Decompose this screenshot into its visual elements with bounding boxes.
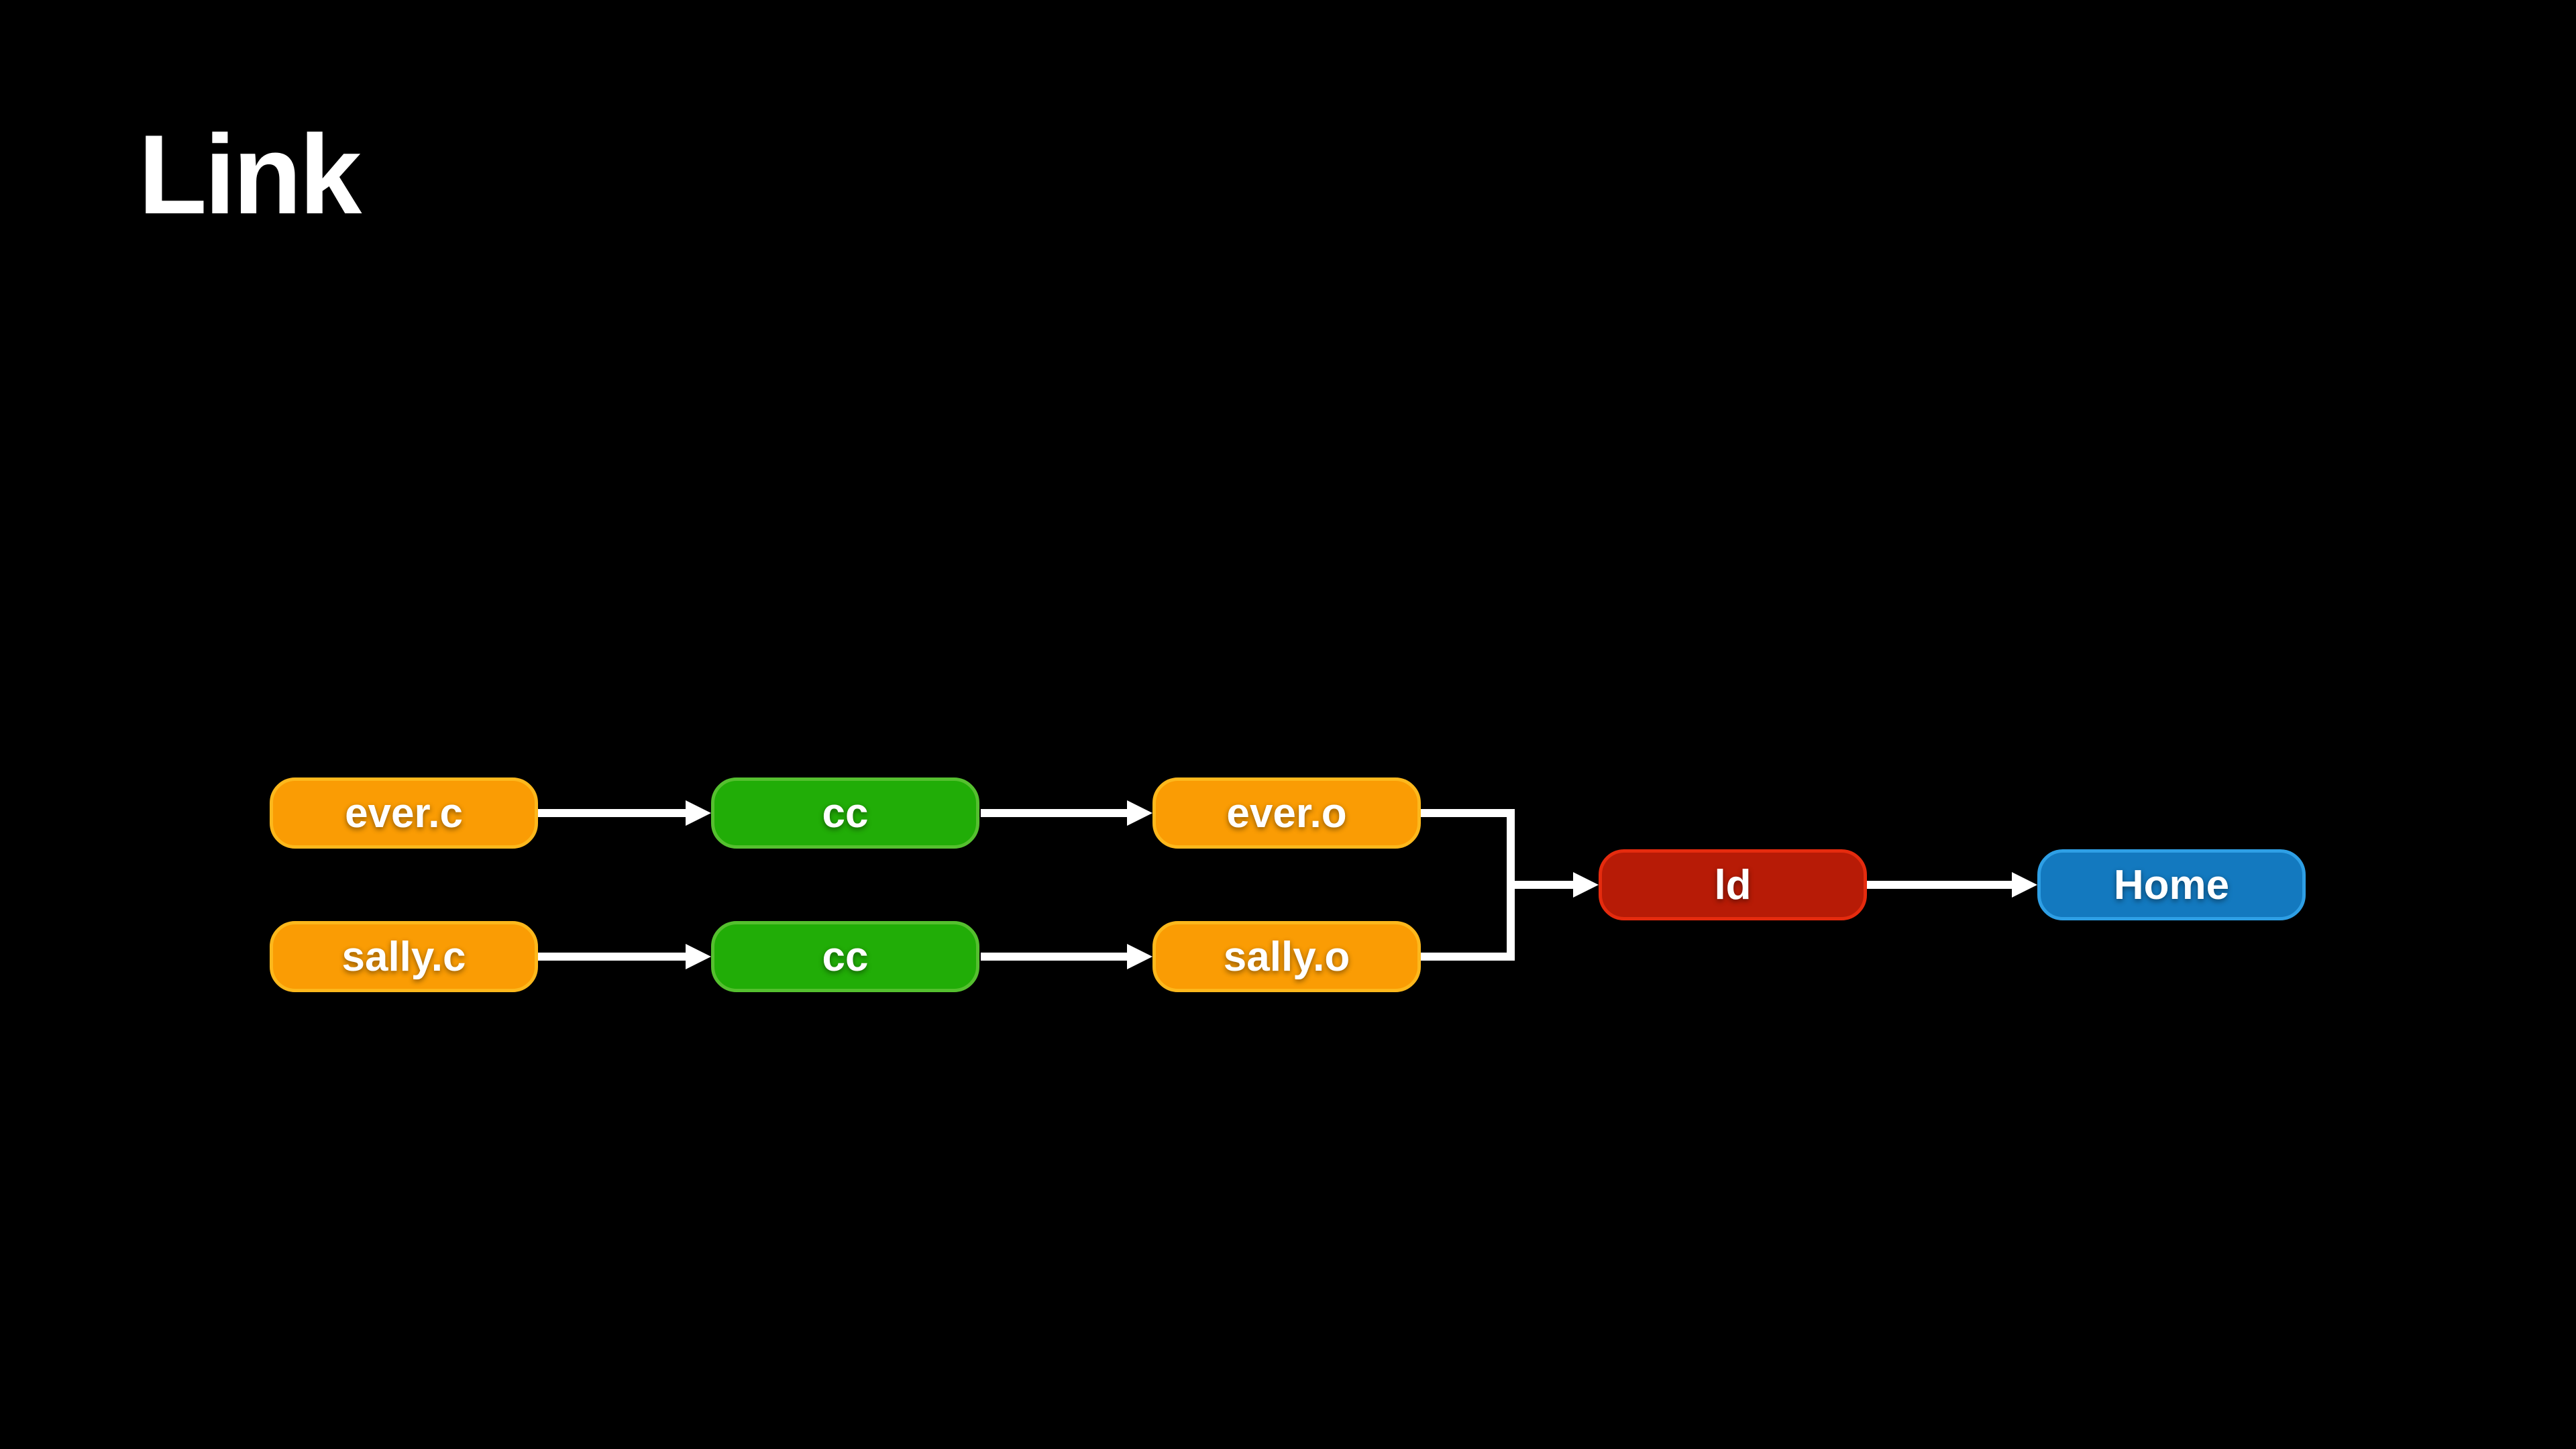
node-ever-c-label: ever.c xyxy=(345,790,463,837)
node-home-label: Home xyxy=(2113,861,2230,908)
edge-cc-to-ever-o xyxy=(981,800,1152,826)
node-ld: ld xyxy=(1599,849,1867,920)
node-sally-c-label: sally.c xyxy=(341,933,466,980)
node-sally-o: sally.o xyxy=(1152,921,1421,992)
edge-sally-c-to-cc xyxy=(538,944,711,969)
node-cc-bottom: cc xyxy=(711,921,979,992)
edge-ever-c-to-cc xyxy=(538,800,711,826)
slide-title: Link xyxy=(138,111,362,237)
node-ever-c: ever.c xyxy=(270,777,538,849)
node-ld-label: ld xyxy=(1714,861,1752,908)
edge-cc-to-sally-o xyxy=(981,944,1152,969)
edge-merge-rail xyxy=(1421,809,1515,961)
node-cc-bottom-label: cc xyxy=(822,933,869,980)
node-sally-c: sally.c xyxy=(270,921,538,992)
edge-merge-to-ld xyxy=(1511,872,1599,898)
node-cc-top-label: cc xyxy=(822,790,869,837)
node-ever-o-label: ever.o xyxy=(1226,790,1347,837)
node-cc-top: cc xyxy=(711,777,979,849)
edge-ld-to-home xyxy=(1867,872,2037,898)
node-home: Home xyxy=(2037,849,2306,920)
node-ever-o: ever.o xyxy=(1152,777,1421,849)
node-sally-o-label: sally.o xyxy=(1223,933,1350,980)
